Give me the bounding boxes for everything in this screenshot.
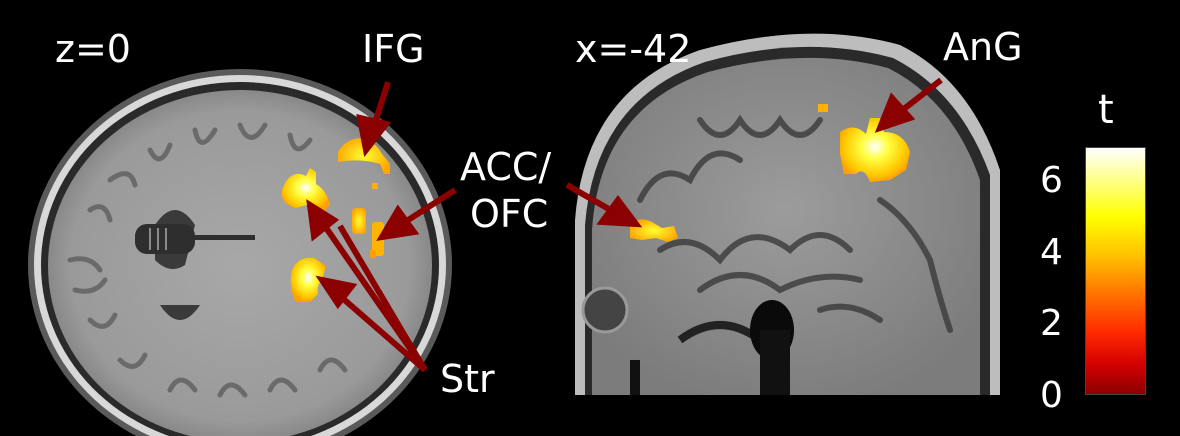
activation-ifg — [338, 138, 390, 189]
colorbar — [1085, 147, 1146, 395]
colorbar-title: t — [1098, 87, 1114, 133]
region-label-ofc: OFC — [470, 192, 549, 236]
arrow-ang-icon — [874, 77, 943, 133]
arrow-acc-ofc-axial-icon — [376, 187, 457, 241]
arrow-str-upper-icon — [306, 199, 428, 372]
activation-acc-ofc-sagittal — [630, 219, 678, 242]
activation-str-upper — [281, 168, 330, 212]
activation-ang — [818, 104, 910, 182]
axial-slice-label: z=0 — [55, 27, 131, 71]
colorbar-tick-0: 0 — [1040, 375, 1063, 416]
region-label-str: Str — [440, 357, 495, 401]
sagittal-slice-label: x=-42 — [575, 27, 692, 71]
activation-str-lower — [290, 257, 326, 302]
annotation-arrows — [306, 77, 943, 373]
colorbar-tick-6: 6 — [1040, 160, 1063, 201]
arrow-ifg-icon — [356, 81, 392, 158]
region-label-acc: ACC/ — [460, 145, 552, 189]
region-label-ifg: IFG — [362, 27, 425, 71]
axial-brain-slice — [28, 69, 452, 436]
colorbar-tick-2: 2 — [1040, 303, 1063, 344]
colorbar-tick-4: 4 — [1040, 232, 1063, 273]
arrow-str-lower-icon — [315, 275, 427, 373]
region-label-ang: AnG — [943, 25, 1023, 69]
sagittal-brain-slice — [575, 33, 1000, 396]
arrow-acc-ofc-sagittal-icon — [565, 182, 643, 228]
